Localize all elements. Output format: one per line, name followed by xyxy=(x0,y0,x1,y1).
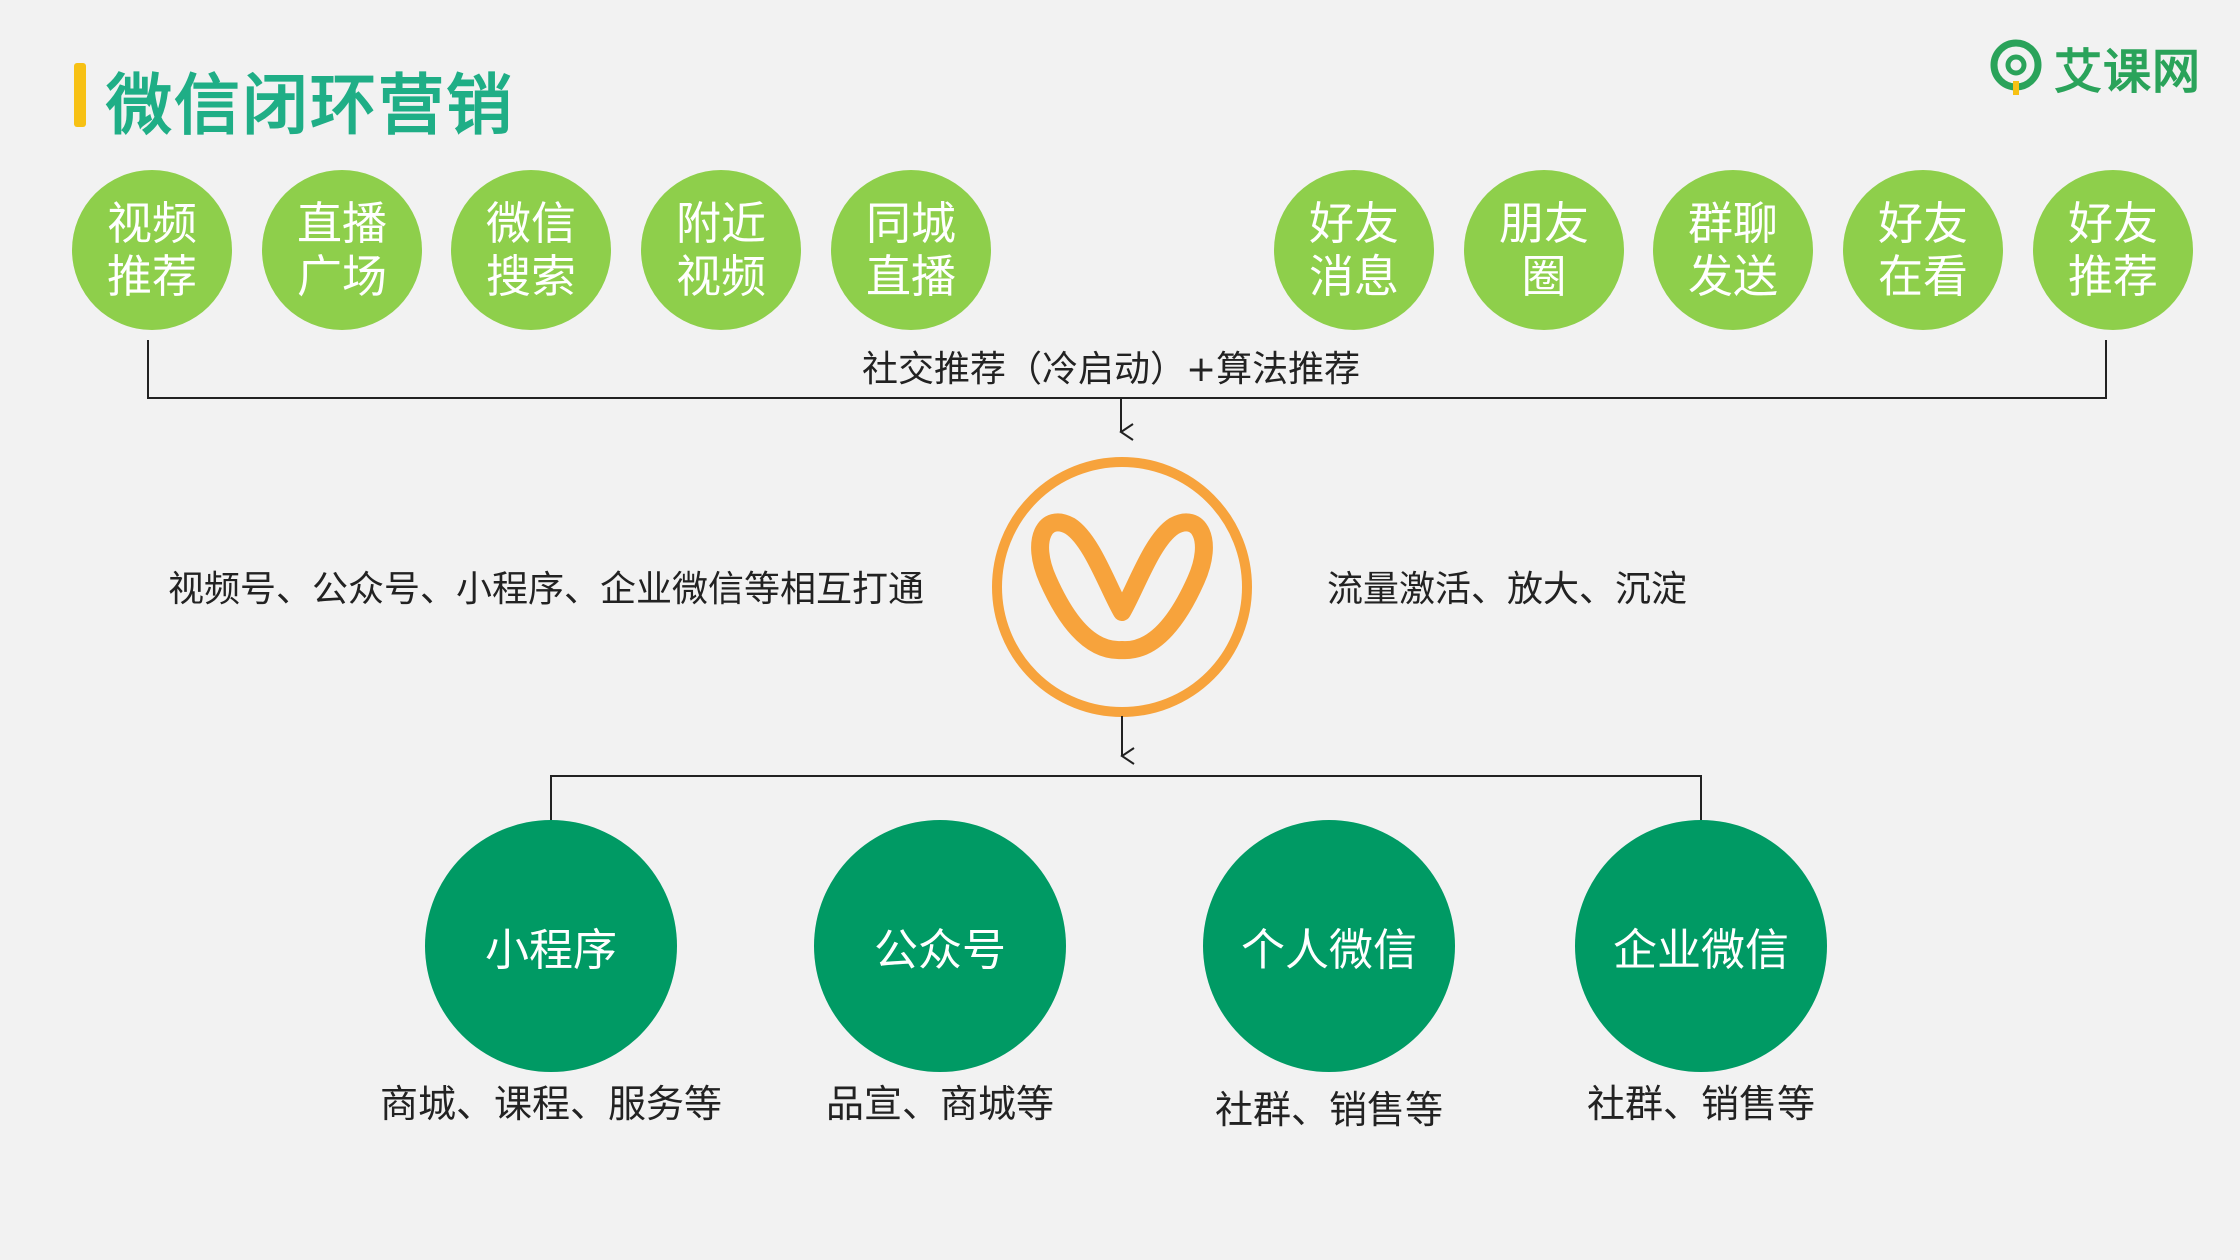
personal-wechat-caption: 社群、销售等 xyxy=(1214,1088,1443,1132)
official-account-caption: 品宣、商城等 xyxy=(825,1082,1054,1126)
node-label: 附近视频 xyxy=(675,197,766,303)
node-label: 好友推荐 xyxy=(2067,197,2158,303)
node-mini-program: 小程序 xyxy=(425,820,677,1072)
interconnect-caption: 视频号、公众号、小程序、企业微信等相互打通 xyxy=(168,569,925,610)
top-bracket-line xyxy=(147,340,2107,399)
wechat-channels-icon xyxy=(992,457,1252,717)
node-label: 群聊发送 xyxy=(1687,197,1778,303)
node-live-square: 直播广场 xyxy=(262,170,422,330)
node-label: 朋友圈 xyxy=(1498,197,1589,303)
node-enterprise-wechat: 企业微信 xyxy=(1575,820,1827,1072)
node-official-account: 公众号 xyxy=(814,820,1066,1072)
logo-text: 艾课网 xyxy=(2054,44,2202,100)
enterprise-wechat-caption: 社群、销售等 xyxy=(1586,1082,1815,1126)
logo: 艾课网 xyxy=(1988,36,2201,100)
recommend-label: 社交推荐（冷启动）+算法推荐 xyxy=(862,349,1361,390)
node-wechat-search: 微信搜索 xyxy=(451,170,611,330)
node-label: 公众号 xyxy=(874,925,1006,976)
node-label: 视频推荐 xyxy=(106,197,197,303)
mini-program-caption: 商城、课程、服务等 xyxy=(379,1082,722,1126)
node-label: 好友消息 xyxy=(1308,197,1399,303)
node-label: 微信搜索 xyxy=(485,197,576,303)
node-friend-watching: 好友在看 xyxy=(1843,170,2003,330)
node-nearby-video: 附近视频 xyxy=(641,170,801,330)
node-label: 小程序 xyxy=(485,925,617,976)
node-local-live: 同城直播 xyxy=(831,170,991,330)
node-label: 同城直播 xyxy=(865,197,956,303)
node-label: 好友在看 xyxy=(1877,197,1968,303)
node-label: 直播广场 xyxy=(296,197,387,303)
node-friend-message: 好友消息 xyxy=(1274,170,1434,330)
node-moments: 朋友圈 xyxy=(1464,170,1624,330)
node-video-recommend: 视频推荐 xyxy=(72,170,232,330)
logo-icon xyxy=(1990,39,2042,95)
node-group-chat: 群聊发送 xyxy=(1653,170,1813,330)
node-label: 个人微信 xyxy=(1241,925,1417,976)
title-accent-bar xyxy=(74,63,86,127)
bottom-bracket-line xyxy=(550,775,1702,824)
traffic-caption: 流量激活、放大、沉淀 xyxy=(1327,569,1688,610)
node-friend-recommend: 好友推荐 xyxy=(2033,170,2193,330)
node-label: 企业微信 xyxy=(1613,925,1789,976)
node-personal-wechat: 个人微信 xyxy=(1203,820,1455,1072)
page-title: 微信闭环营销 xyxy=(106,67,514,144)
